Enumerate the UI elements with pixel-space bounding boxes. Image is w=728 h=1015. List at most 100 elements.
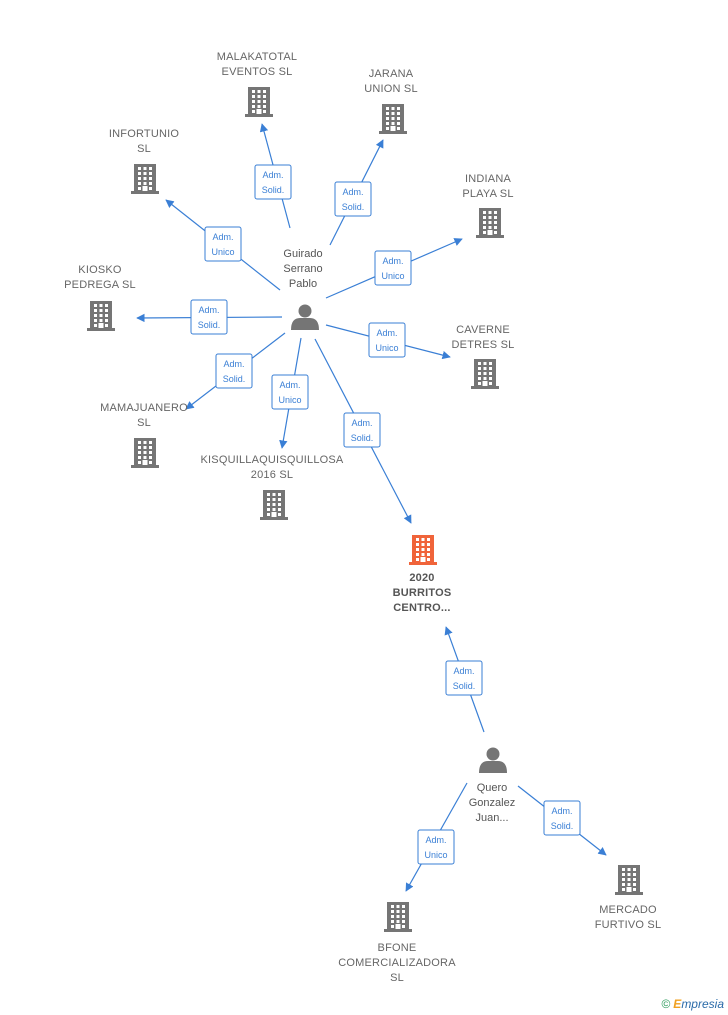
relation-edge: Adm. Unico bbox=[325, 238, 463, 299]
building-icon bbox=[384, 902, 412, 932]
relation-edge: Adm.Unico bbox=[165, 199, 281, 291]
node-label-line: UNION SL bbox=[364, 83, 418, 95]
edge-label-text: Adm. bbox=[212, 232, 233, 242]
relation-edge: Adm.Solid. bbox=[329, 139, 384, 246]
relation-edge: Adm. Solid. bbox=[185, 332, 286, 410]
building-icon bbox=[260, 490, 288, 520]
edge-label-text: Solid. bbox=[198, 320, 221, 330]
building-icon bbox=[471, 359, 499, 389]
edge-label-text: Solid. bbox=[551, 821, 574, 831]
building-icon bbox=[615, 865, 643, 895]
building-icon bbox=[131, 164, 159, 194]
company-node[interactable]: MAMAJUANERO SL bbox=[100, 402, 188, 468]
node-label-line: BURRITOS bbox=[393, 587, 452, 599]
relation-edge: Adm.Solid. bbox=[444, 626, 485, 733]
building-icon bbox=[87, 301, 115, 331]
edge-role-label[interactable]: Adm. Solid. bbox=[215, 353, 253, 389]
node-label-line: KISQUILLAQUISQUILLOSA bbox=[201, 454, 344, 466]
edge-role-label[interactable]: Adm.Unico bbox=[204, 226, 242, 262]
edge-label-box bbox=[254, 164, 292, 200]
edge-label-text: Adm. bbox=[223, 359, 244, 369]
edge-label-text: Solid. bbox=[262, 185, 285, 195]
edge-label-text: Unico bbox=[381, 271, 404, 281]
node-label-line: Gonzalez bbox=[469, 797, 515, 809]
relation-edge: Adm. Unico bbox=[405, 782, 468, 892]
node-label-line: 2020 bbox=[409, 572, 434, 584]
relation-edge: Adm.Solid. bbox=[314, 338, 412, 524]
edge-role-label[interactable]: Adm. Solid. bbox=[190, 299, 228, 335]
edge-role-label[interactable]: Adm. Unico bbox=[271, 374, 309, 410]
brand-initial: E bbox=[673, 997, 682, 1011]
edge-label-text: Solid. bbox=[223, 374, 246, 384]
building-icon bbox=[131, 438, 159, 468]
building-icon bbox=[245, 87, 273, 117]
edge-label-box bbox=[190, 299, 228, 335]
nodes-layer: GuiradoSerranoPabloQueroGonzalezJuan...M… bbox=[64, 51, 661, 984]
edge-label-text: Adm. bbox=[425, 835, 446, 845]
node-label-line: 2016 SL bbox=[251, 469, 293, 481]
person-node[interactable]: QueroGonzalezJuan... bbox=[469, 747, 515, 825]
relation-edge: Adm.Solid. bbox=[517, 785, 607, 856]
edge-role-label[interactable]: Adm.Solid. bbox=[334, 181, 372, 217]
node-label-line: SL bbox=[390, 972, 404, 984]
edge-role-label[interactable]: Adm.Solid. bbox=[254, 164, 292, 200]
edge-role-label[interactable]: Adm. Unico bbox=[374, 250, 412, 286]
edge-label-box bbox=[334, 181, 372, 217]
node-label-line: SL bbox=[137, 143, 151, 155]
edge-label-box bbox=[271, 374, 309, 410]
relation-edge: Adm.Solid. bbox=[254, 123, 292, 229]
brand-name: mpresia bbox=[681, 997, 724, 1011]
building-icon bbox=[379, 104, 407, 134]
edge-label-text: Adm. bbox=[376, 328, 397, 338]
node-label-line: MALAKATOTAL bbox=[217, 51, 297, 63]
edge-label-box bbox=[368, 322, 406, 358]
building-icon bbox=[476, 208, 504, 238]
edge-label-box bbox=[445, 660, 483, 696]
edge-label-text: Unico bbox=[278, 395, 301, 405]
company-node[interactable]: MERCADO FURTIVO SL bbox=[595, 865, 662, 931]
edge-role-label[interactable]: Adm. Unico bbox=[368, 322, 406, 358]
node-label-line: Pablo bbox=[289, 278, 317, 290]
edge-label-box bbox=[215, 353, 253, 389]
edge-label-text: Adm. bbox=[279, 380, 300, 390]
edge-label-text: Adm. bbox=[198, 305, 219, 315]
edge-label-text: Unico bbox=[424, 850, 447, 860]
footer-brand: ©Empresia bbox=[661, 997, 724, 1011]
edge-label-box bbox=[374, 250, 412, 286]
edge-label-box bbox=[543, 800, 581, 836]
edges-layer: Adm.Solid.Adm.Solid.Adm.UnicoAdm.UnicoAd… bbox=[136, 123, 607, 892]
edge-label-text: Unico bbox=[375, 343, 398, 353]
edge-role-label[interactable]: Adm.Solid. bbox=[343, 412, 381, 448]
relation-edge: Adm. Unico bbox=[325, 322, 451, 360]
node-label-line: FURTIVO SL bbox=[595, 919, 662, 931]
company-node[interactable]: MALAKATOTAL EVENTOS SL bbox=[217, 51, 297, 117]
node-label-line: CENTRO... bbox=[393, 602, 450, 614]
edge-label-box bbox=[343, 412, 381, 448]
person-icon bbox=[479, 747, 507, 773]
node-label-line: EVENTOS SL bbox=[222, 66, 293, 78]
edge-role-label[interactable]: Adm.Solid. bbox=[445, 660, 483, 696]
node-label-line: INDIANA bbox=[465, 173, 511, 185]
edge-role-label[interactable]: Adm.Solid. bbox=[543, 800, 581, 836]
node-label-line: CAVERNE bbox=[456, 324, 510, 336]
edge-label-box bbox=[417, 829, 455, 865]
node-label-line: Quero bbox=[477, 782, 508, 794]
edge-label-text: Adm. bbox=[453, 666, 474, 676]
node-label-line: MAMAJUANERO bbox=[100, 402, 188, 414]
company-node[interactable]: KISQUILLAQUISQUILLOSA 2016 SL bbox=[201, 454, 344, 520]
edge-label-text: Adm. bbox=[382, 256, 403, 266]
edge-role-label[interactable]: Adm. Unico bbox=[417, 829, 455, 865]
node-label-line: SL bbox=[137, 417, 151, 429]
copyright-symbol: © bbox=[661, 997, 671, 1011]
edge-label-text: Solid. bbox=[351, 433, 374, 443]
node-label-line: MERCADO bbox=[599, 904, 657, 916]
